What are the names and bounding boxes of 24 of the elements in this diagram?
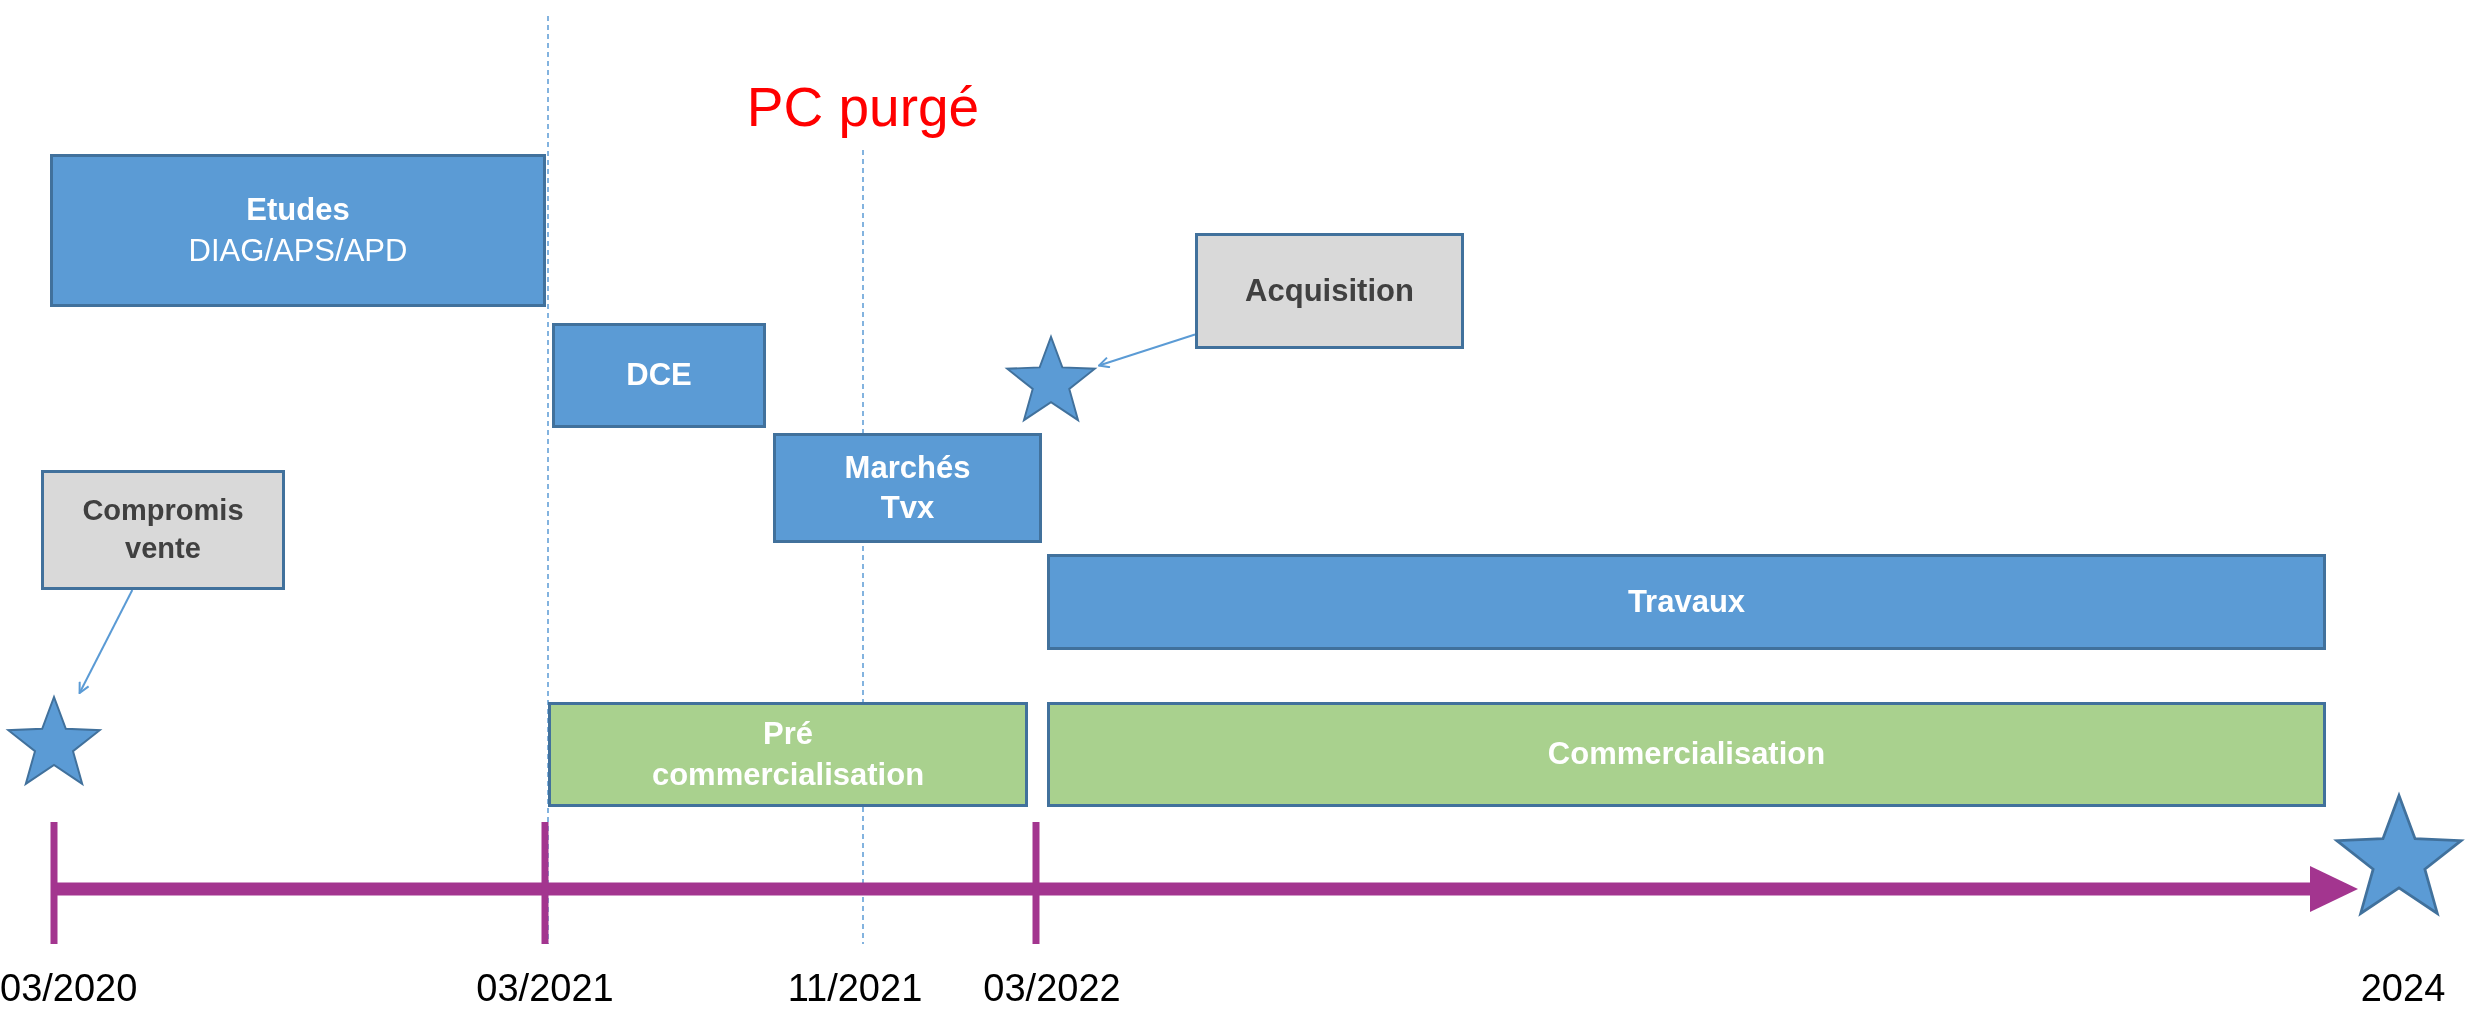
sales-phase-bar	[1047, 702, 2326, 807]
bar-title: Marchés Tvx	[843, 448, 972, 527]
sales-phase-bar	[548, 702, 1028, 807]
date-label: 2024	[2360, 969, 2446, 1007]
callout-arrow	[1098, 333, 1196, 369]
callout-box	[1195, 233, 1464, 349]
bar-title: Compromis vente	[81, 493, 245, 566]
task-bar	[773, 433, 1042, 543]
date-label: 03/2020	[0, 969, 138, 1007]
bar-title: Commercialisation	[1547, 735, 1826, 774]
task-bar	[50, 154, 546, 307]
task-bar	[1047, 554, 2326, 650]
bar-title: Travaux	[1627, 582, 1746, 621]
bar-title: Pré commercialisation	[650, 715, 926, 794]
task-bar	[552, 323, 766, 428]
bar-title: DCE	[626, 356, 692, 395]
callout-arrow	[78, 589, 134, 694]
date-label: 03/2022	[983, 969, 1121, 1007]
date-label: 11/2021	[787, 969, 923, 1007]
bar-subtitle: DIAG/APS/APD	[188, 231, 408, 270]
date-label: 03/2021	[476, 969, 614, 1007]
callout-box	[41, 470, 285, 590]
bar-title: Etudes	[246, 191, 350, 230]
bar-title: Acquisition	[1245, 271, 1414, 310]
